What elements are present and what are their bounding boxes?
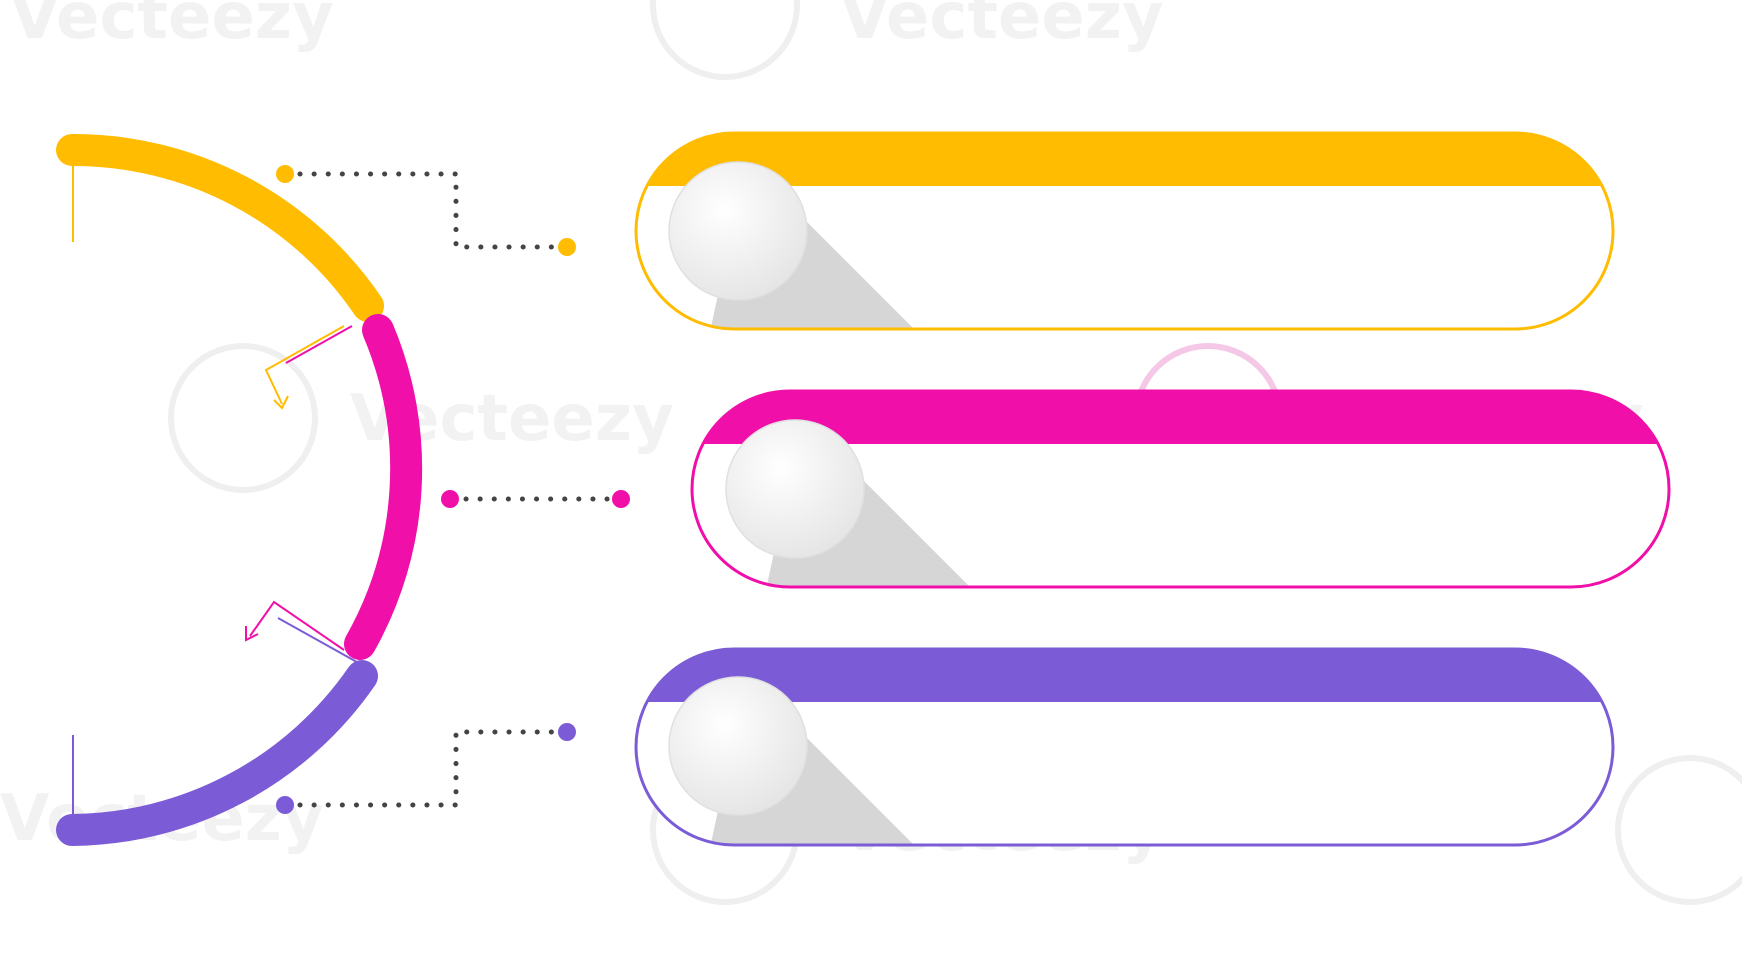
arrow-pink xyxy=(245,600,345,651)
connector-3 xyxy=(276,723,576,814)
svg-text:Vecteezy: Vecteezy xyxy=(10,0,334,54)
watermark-top-center: Vecteezy xyxy=(650,0,1164,80)
bar-2-circle xyxy=(725,419,865,559)
content-bar-2 xyxy=(690,389,1671,589)
arrow-yellow xyxy=(264,325,345,410)
connectors xyxy=(276,165,630,814)
arrow-purple-inner xyxy=(277,617,365,667)
bar-3-header xyxy=(636,649,1613,702)
watermark-middle-left: Vecteezy xyxy=(168,343,674,493)
semicircle-ring xyxy=(56,133,423,846)
content-bar-3 xyxy=(634,647,1615,847)
ring-segment-2 xyxy=(344,314,423,660)
connector-2 xyxy=(441,490,630,508)
bar-1-circle xyxy=(668,161,808,301)
watermark-bottom-right xyxy=(1615,755,1742,905)
bar-3-circle xyxy=(668,676,808,816)
connector-1 xyxy=(276,165,576,256)
content-bar-1 xyxy=(634,131,1615,331)
bar-1-header xyxy=(636,133,1613,186)
ring-segment-3 xyxy=(56,660,378,846)
bar-2-header xyxy=(692,391,1669,444)
ring-segment-1 xyxy=(56,133,384,322)
watermark-top-left: Vecteezy xyxy=(10,0,334,54)
svg-text:Vecteezy: Vecteezy xyxy=(840,0,1164,54)
arrow-pink-inner xyxy=(285,325,353,364)
